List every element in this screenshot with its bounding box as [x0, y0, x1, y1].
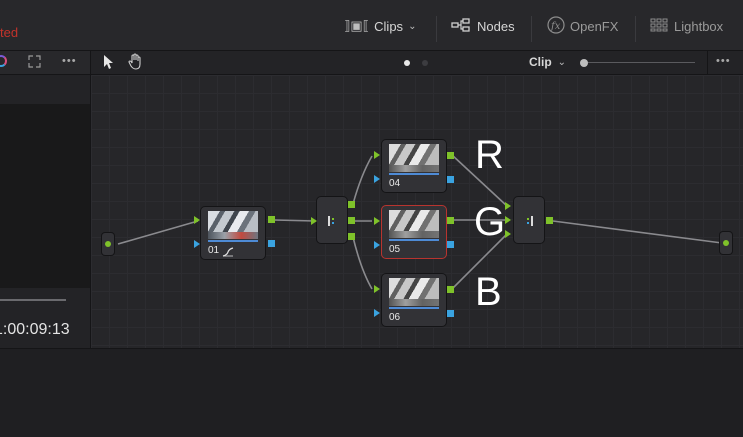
node-bar [389, 239, 439, 241]
output-node[interactable] [720, 232, 732, 254]
bottom-panel [0, 348, 743, 437]
page-dot[interactable] [422, 60, 428, 66]
clip-label: Clip [529, 55, 552, 69]
key-output-pin[interactable] [447, 241, 454, 248]
splitter-output-g[interactable] [348, 217, 355, 224]
viewer-image [0, 104, 90, 288]
zoom-slider[interactable] [580, 57, 695, 69]
node-label: 06 [389, 312, 401, 323]
nodes-label: Nodes [477, 18, 515, 34]
node-thumbnail [389, 144, 439, 172]
splitter-input-pin[interactable] [311, 217, 317, 225]
rgb-input-pin[interactable] [374, 217, 380, 225]
divider [635, 16, 636, 42]
rgb-output-pin[interactable] [447, 152, 454, 159]
timecode: 1:00:09:13 [0, 321, 70, 338]
node-thumbnail [389, 210, 439, 238]
color-wheel-icon[interactable] [0, 55, 7, 67]
key-output-pin[interactable] [447, 176, 454, 183]
node-06[interactable]: 06 [382, 274, 446, 326]
clips-tab[interactable]: ⟧▣⟦ Clips ⌄ [344, 18, 416, 34]
key-input-pin[interactable] [194, 240, 200, 248]
splitter-output-b[interactable] [348, 233, 355, 240]
viewer-toolbar: ••• [0, 51, 91, 74]
key-input-pin[interactable] [374, 175, 380, 183]
rgb-output-pin[interactable] [268, 216, 275, 223]
output-pin[interactable] [723, 240, 729, 246]
input-pin[interactable] [105, 241, 111, 247]
zoom-slider-track [584, 62, 695, 63]
rgb-input-pin[interactable] [374, 151, 380, 159]
splitter-node[interactable] [317, 197, 347, 243]
splitter-icon [326, 214, 338, 232]
node-05[interactable]: 05 [382, 206, 446, 258]
divider [707, 51, 708, 74]
clips-label: Clips [374, 18, 404, 34]
svg-text:fx: fx [550, 21, 561, 32]
curves-icon [222, 244, 234, 262]
combiner-input-r[interactable] [505, 202, 511, 210]
key-output-pin[interactable] [268, 240, 275, 247]
combiner-output-pin[interactable] [546, 217, 553, 224]
annotation-b: B [475, 270, 502, 314]
node-thumbnail [389, 278, 439, 306]
node-thumbnail [208, 211, 258, 239]
openfx-tab[interactable]: fx OpenFX [547, 15, 619, 37]
node-bar [389, 173, 439, 175]
splitter-output-r[interactable] [348, 201, 355, 208]
node-04[interactable]: 04 [382, 140, 446, 192]
annotation-r: R [475, 133, 504, 177]
combiner-node[interactable] [514, 197, 544, 243]
openfx-label: OpenFX [570, 18, 619, 34]
rgb-output-pin[interactable] [447, 286, 454, 293]
expand-icon[interactable] [28, 55, 41, 73]
node-label: 05 [389, 244, 401, 255]
node-bar [208, 240, 258, 242]
fx-icon: fx [547, 15, 565, 37]
divider [436, 16, 437, 42]
node-01[interactable]: 01 [201, 207, 265, 259]
hand-icon[interactable] [128, 53, 144, 75]
combiner-input-g[interactable] [505, 216, 511, 224]
connections [117, 154, 723, 290]
status-text: ted [0, 25, 19, 40]
lightbox-label: Lightbox [674, 18, 724, 34]
chevron-down-icon: ⌄ [408, 20, 417, 32]
annotation-g: G [474, 200, 506, 244]
key-input-pin[interactable] [374, 309, 380, 317]
pointer-icon[interactable] [103, 54, 115, 75]
node-graph-canvas[interactable]: 01 04 05 06 [91, 75, 743, 348]
more-options-button[interactable]: ••• [716, 55, 731, 67]
node-bar [389, 307, 439, 309]
node-label: 04 [389, 178, 401, 189]
combiner-icon [523, 214, 535, 232]
node-toolbar: Clip ⌄ ••• [0, 51, 743, 75]
source-input-node[interactable] [102, 233, 114, 255]
scrub-bar[interactable] [0, 299, 66, 301]
nodes-icon [451, 17, 471, 35]
divider [531, 16, 532, 42]
rgb-input-pin[interactable] [194, 216, 200, 224]
clips-icon: ⟧▣⟦ [344, 18, 370, 33]
chevron-down-icon: ⌄ [557, 56, 567, 68]
nodes-tab[interactable]: Nodes [451, 17, 515, 35]
more-options-button[interactable]: ••• [62, 55, 77, 67]
rgb-input-pin[interactable] [374, 285, 380, 293]
lightbox-tab[interactable]: Lightbox [650, 18, 723, 34]
zoom-slider-handle[interactable] [580, 59, 588, 67]
combiner-input-b[interactable] [505, 230, 511, 238]
key-output-pin[interactable] [447, 310, 454, 317]
clip-dropdown[interactable]: Clip ⌄ [529, 55, 566, 69]
key-input-pin[interactable] [374, 241, 380, 249]
top-bar: ted ⟧▣⟦ Clips ⌄ Nodes fx OpenFX Lightbox [0, 0, 743, 51]
grid-icon [650, 18, 668, 35]
rgb-output-pin[interactable] [447, 217, 454, 224]
node-label: 01 [208, 245, 220, 256]
page-dot-active[interactable] [404, 60, 410, 66]
